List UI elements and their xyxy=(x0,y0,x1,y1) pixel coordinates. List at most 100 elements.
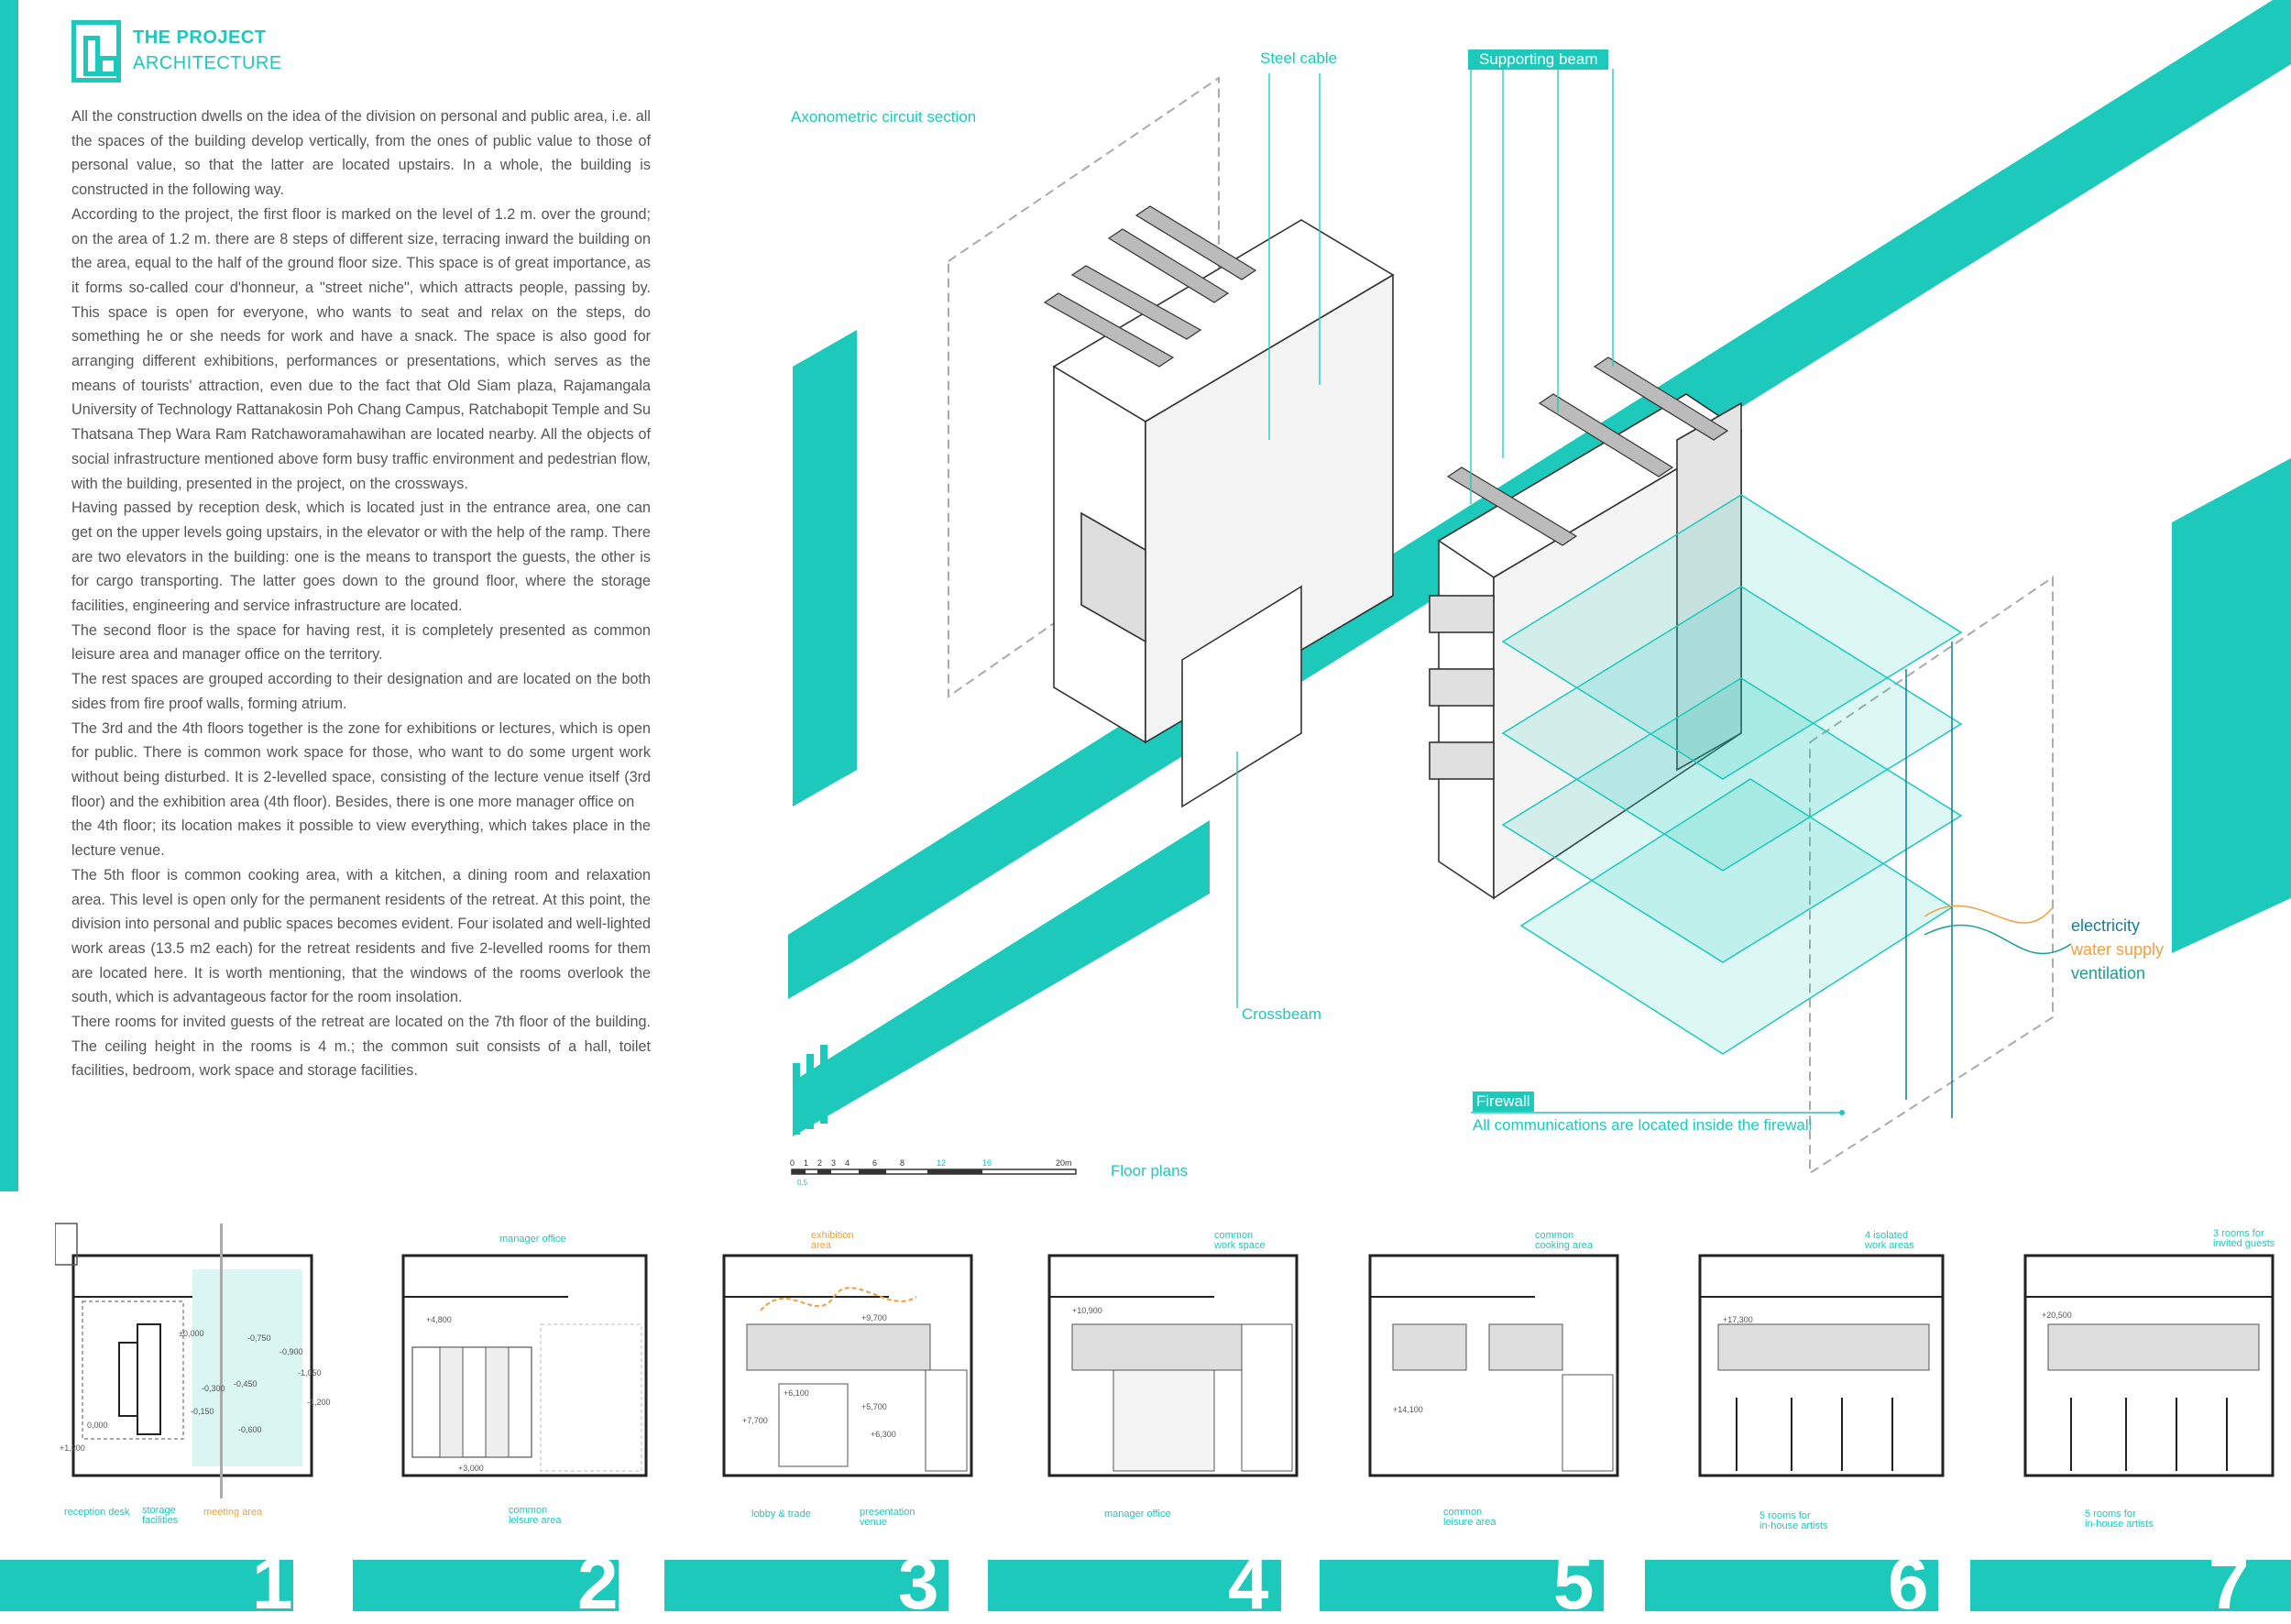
plan-label: common leisure area xyxy=(509,1505,562,1526)
scale-tick: 16 xyxy=(982,1158,992,1168)
level-mark: -0,900 xyxy=(280,1347,303,1356)
scale-tick: 6 xyxy=(872,1158,878,1168)
plan-label: lobby & trade xyxy=(751,1509,811,1520)
floor-band-4 xyxy=(988,1560,1281,1611)
floor-number: 3 xyxy=(898,1542,939,1624)
front-plane xyxy=(1809,576,2054,1175)
plan-label: reception desk xyxy=(64,1507,130,1518)
left-building xyxy=(1052,219,1395,808)
paragraph: The 5th floor is common cooking area, wi… xyxy=(71,866,651,1006)
right-parallelogram xyxy=(2172,458,2291,953)
plan-label: 5 rooms for in-house artists xyxy=(2085,1509,2154,1530)
floor-number: 5 xyxy=(1553,1542,1595,1624)
legend-ventilation: ventilation xyxy=(2071,964,2146,982)
level-mark: +10,900 xyxy=(1072,1306,1102,1315)
small-stripe xyxy=(793,1063,800,1135)
level-mark: +20,500 xyxy=(2042,1311,2072,1320)
small-stripe xyxy=(806,1054,814,1129)
plan-label: common leisure area xyxy=(1443,1507,1496,1528)
crossbeam-label: Crossbeam xyxy=(1242,1005,1321,1023)
firewall-note: All communications are located inside th… xyxy=(1473,1116,1813,1134)
floor-number: 4 xyxy=(1228,1542,1269,1624)
section-title: Axonometric circuit section xyxy=(791,108,977,126)
paragraph: The second floor is the space for having… xyxy=(71,621,651,664)
level-mark: +6,100 xyxy=(784,1388,809,1398)
floor-band-7 xyxy=(1970,1560,2291,1611)
plan-label: manager office xyxy=(499,1234,566,1245)
left-accent-bar xyxy=(0,0,18,1191)
level-mark: 0,000 xyxy=(87,1421,108,1430)
project-logo xyxy=(71,20,121,82)
small-stripe xyxy=(820,1045,828,1124)
scale-tick: 2 xyxy=(817,1158,823,1168)
project-subtitle: ARCHITECTURE xyxy=(133,53,282,73)
floor-plan-2: manager office common leisure area +4,80… xyxy=(385,1214,660,1526)
level-mark: +14,100 xyxy=(1393,1405,1423,1414)
level-mark: +17,300 xyxy=(1723,1315,1753,1324)
left-roof-beams xyxy=(1043,205,1257,368)
level-mark: -1,200 xyxy=(307,1398,331,1407)
level-mark: -1,050 xyxy=(298,1368,322,1377)
floor-plan-1: reception desk storage facilities meetin… xyxy=(54,1214,331,1526)
firewall-label: Firewall xyxy=(1473,1092,1534,1112)
paragraph: There rooms for invited guests of the re… xyxy=(71,1014,651,1080)
level-mark: -0,450 xyxy=(234,1379,258,1388)
floor-plans-title: Floor plans xyxy=(1111,1162,1189,1180)
steel-cable-lines xyxy=(1236,69,1614,1008)
level-mark: +9,700 xyxy=(861,1313,887,1322)
floor-plan-7: 3 rooms for invited guests 5 rooms for i… xyxy=(2007,1214,2282,1530)
scale-bar: 0 1 2 3 4 6 8 12 16 20m 0,5 xyxy=(790,1155,1083,1196)
paragraph: the 4th floor; its location makes it pos… xyxy=(71,817,651,860)
level-mark: -0,300 xyxy=(202,1384,225,1393)
scale-tick: 4 xyxy=(845,1158,850,1168)
scale-tick: 0 xyxy=(790,1158,795,1168)
right-building xyxy=(1429,393,1743,900)
level-mark: +6,300 xyxy=(871,1430,896,1439)
floor-number: 6 xyxy=(1888,1542,1929,1624)
project-title: THE PROJECT xyxy=(133,27,267,48)
level-mark: +5,700 xyxy=(861,1402,887,1411)
floor-band-1 xyxy=(0,1560,293,1611)
floor-band-2 xyxy=(353,1560,619,1611)
plan-label: manager office xyxy=(1104,1509,1171,1520)
diagonal-band-tail xyxy=(793,820,1210,1136)
project-description: All the construction dwells on the idea … xyxy=(71,104,651,1083)
paragraph: All the construction dwells on the idea … xyxy=(71,108,651,199)
scale-tick: 8 xyxy=(900,1158,905,1168)
scale-tick: 3 xyxy=(831,1158,837,1168)
floor-plan-5: common cooking area common leisure area … xyxy=(1352,1214,1627,1528)
level-mark: -0,150 xyxy=(191,1407,214,1416)
plan-label: exhibition area xyxy=(811,1230,854,1251)
floor-number: 7 xyxy=(2209,1542,2250,1624)
steel-cable-label: Steel cable xyxy=(1260,49,1338,67)
right-roof-beams xyxy=(1446,357,1729,546)
plan-label: common cooking area xyxy=(1535,1230,1593,1251)
plan-label: presentation venue xyxy=(860,1507,915,1528)
plan-label: meeting area xyxy=(203,1507,263,1518)
level-mark: -0,750 xyxy=(247,1333,271,1343)
floor-band-3 xyxy=(664,1560,948,1611)
floor-plan-4: common work space manager office +10,900 xyxy=(1031,1214,1306,1520)
paragraph: According to the project, the first floo… xyxy=(71,205,651,492)
left-parallelogram xyxy=(793,330,857,807)
plan-label: common work space xyxy=(1214,1230,1266,1251)
floor-plan-6: 4 isolated work areas 5 rooms for in-hou… xyxy=(1682,1214,1957,1531)
floor-number: 1 xyxy=(252,1542,293,1624)
paragraph: The 3rd and the 4th floors together is t… xyxy=(71,719,651,810)
legend-water-supply: water supply xyxy=(2071,940,2165,959)
level-mark: ±0,000 xyxy=(179,1329,204,1338)
paragraph: The rest spaces are grouped according to… xyxy=(71,671,651,712)
paragraph: Having passed by reception desk, which i… xyxy=(71,499,651,615)
scale-sub: 0,5 xyxy=(797,1179,808,1187)
scale-tick: 20m xyxy=(1056,1158,1072,1168)
plan-label: storage facilities xyxy=(142,1505,179,1526)
scale-tick: 1 xyxy=(804,1158,809,1168)
floor-plan-3: exhibition area lobby & trade presentati… xyxy=(706,1214,981,1528)
plan-label: 4 isolated work areas xyxy=(1865,1230,1914,1251)
supporting-beam-label: Supporting beam xyxy=(1468,49,1609,70)
supply-lines xyxy=(1905,642,2072,1118)
plan-label: 5 rooms for in-house artists xyxy=(1759,1510,1828,1531)
level-mark: +4,800 xyxy=(426,1315,452,1324)
scale-tick: 12 xyxy=(937,1158,947,1168)
